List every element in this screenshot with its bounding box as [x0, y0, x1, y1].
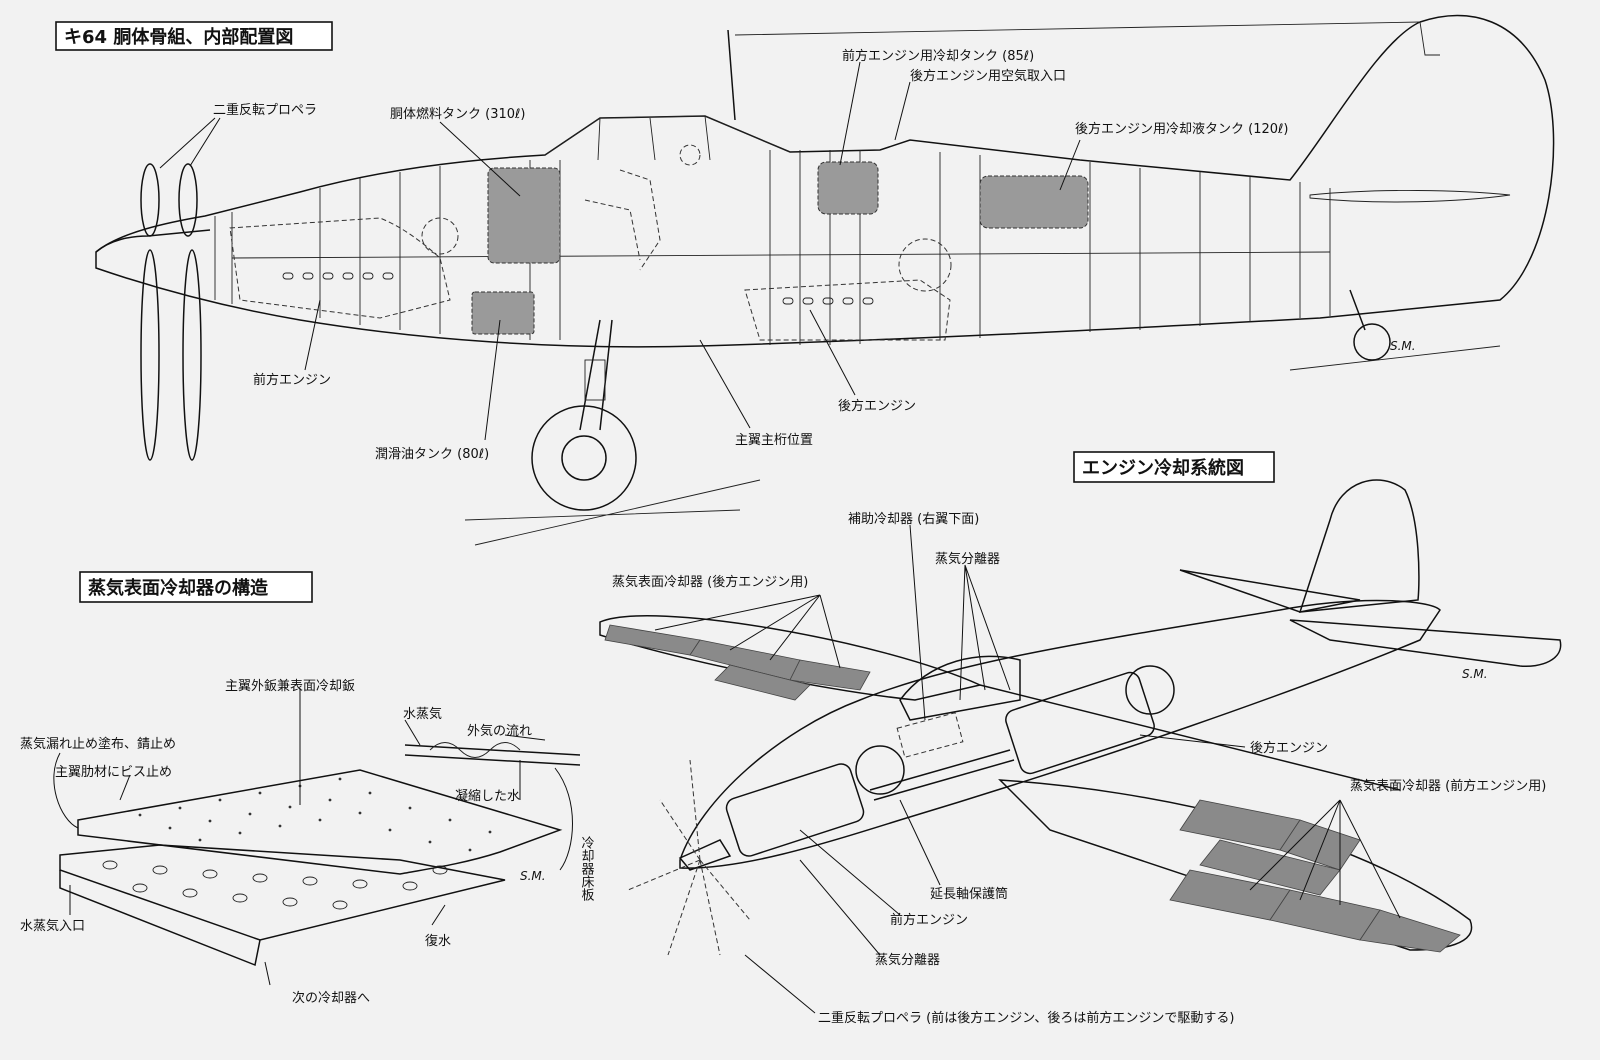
label-cooler-floor: 冷却器床板 — [579, 836, 595, 902]
label-oil-tank: 潤滑油タンク (80ℓ) — [375, 447, 489, 462]
label-leak-seal: 蒸気漏れ止め塗布、錆止め — [20, 736, 176, 752]
side-view-leaders — [159, 61, 1081, 441]
label-front-engine-iso: 前方エンジン — [890, 912, 968, 928]
label-to-next-cooler: 次の冷却器へ — [292, 990, 370, 1006]
title-main: キ64 胴体骨組、内部配置図 — [55, 21, 333, 51]
label-rear-coolant-tank: 後方エンジン用冷却液タンク (120ℓ) — [1075, 121, 1288, 137]
title-condenser-text: 蒸気表面冷却器の構造 — [88, 577, 268, 599]
rear-coolant-tank-shape — [979, 175, 1089, 229]
label-condensed-water: 凝縮した水 — [455, 788, 520, 804]
front-coolant-tank-shape — [817, 161, 879, 215]
label-airflow: 外気の流れ — [467, 723, 532, 739]
label-rear-engine-iso: 後方エンジン — [1250, 740, 1328, 756]
label-rear-air-intake: 後方エンジン用空気取入口 — [910, 68, 1066, 84]
label-main-spar: 主翼主桁位置 — [735, 433, 813, 448]
label-front-engine: 前方エンジン — [253, 372, 331, 388]
label-steam-separator-top: 蒸気分離器 — [935, 551, 1000, 567]
iso-leaders — [654, 524, 1401, 1014]
label-rib-screw: 主翼肋材にビス止め — [55, 765, 172, 780]
title-cooling-system-text: エンジン冷却系統図 — [1082, 457, 1244, 479]
signature: S.M. — [1462, 667, 1488, 681]
label-steam-separator-bottom: 蒸気分離器 — [875, 952, 940, 968]
label-surface-cooler-rear: 蒸気表面冷却器 (後方エンジン用) — [612, 574, 808, 590]
side-view-propeller — [95, 163, 211, 461]
label-fuselage-fuel-tank: 胴体燃料タンク (310ℓ) — [390, 106, 525, 122]
label-rear-engine: 後方エンジン — [838, 398, 916, 414]
label-return-water: 復水 — [425, 933, 451, 949]
condenser-structure-drawing — [53, 688, 581, 986]
iso-aircraft — [599, 479, 1562, 956]
signature: S.M. — [520, 869, 546, 883]
signatures: S.M. S.M. S.M. — [520, 339, 1488, 883]
title-main-text: キ64 胴体骨組、内部配置図 — [64, 26, 293, 48]
label-steam: 水蒸気 — [403, 706, 442, 722]
signature: S.M. — [1390, 339, 1416, 353]
label-wing-skin-cooler: 主翼外鈑兼表面冷却鈑 — [225, 679, 355, 694]
label-steam-inlet: 水蒸気入口 — [20, 918, 85, 934]
label-extension-shaft: 延長軸保護筒 — [930, 886, 1008, 902]
label-aux-cooler: 補助冷却器 (右翼下面) — [848, 512, 979, 527]
label-contra-prop-iso: 二重反転プロペラ (前は後方エンジン、後ろは前方エンジンで駆動する) — [818, 1010, 1235, 1026]
label-surface-cooler-front: 蒸気表面冷却器 (前方エンジン用) — [1350, 778, 1546, 794]
label-front-coolant-tank: 前方エンジン用冷却タンク (85ℓ) — [842, 48, 1034, 64]
labels: 二重反転プロペラ 胴体燃料タンク (310ℓ) 前方エンジン用冷却タンク (85… — [20, 48, 1546, 1026]
side-view-landing-gear — [464, 289, 1501, 546]
side-view-tanks — [471, 161, 1089, 335]
title-condenser-structure: 蒸気表面冷却器の構造 — [79, 571, 313, 603]
title-cooling-system: エンジン冷却系統図 — [1073, 451, 1275, 483]
oil-tank-shape — [471, 291, 535, 335]
side-view-airframe — [95, 14, 1555, 348]
fuel-tank-shape — [487, 167, 561, 264]
label-contra-prop: 二重反転プロペラ — [213, 102, 317, 118]
